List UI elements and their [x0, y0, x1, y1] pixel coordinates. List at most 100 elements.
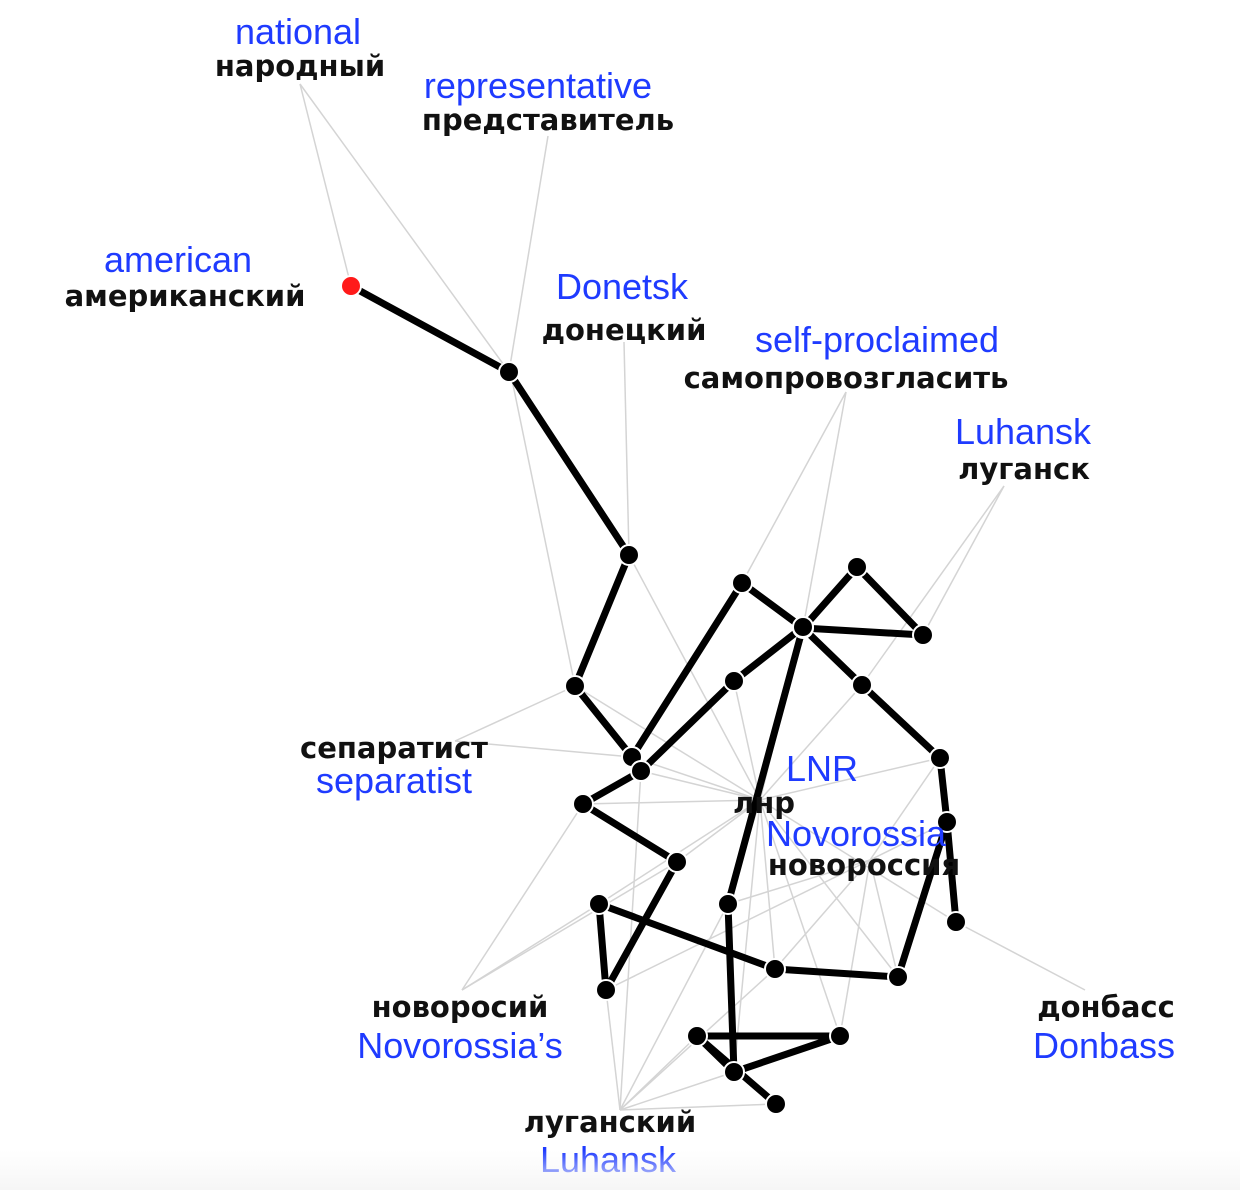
path-segment — [858, 681, 944, 762]
association-link — [461, 861, 678, 991]
association-link — [619, 1071, 735, 1111]
association-link — [461, 803, 584, 991]
path-segment — [628, 579, 746, 761]
path-segment — [894, 818, 951, 981]
path-segment — [943, 818, 960, 926]
path-node — [764, 958, 786, 980]
path-segment — [637, 677, 738, 775]
path-node — [572, 793, 594, 815]
label-en: representative — [424, 65, 652, 106]
association-link — [628, 554, 761, 801]
association-link — [299, 83, 352, 287]
association-link — [454, 740, 633, 758]
path-segment — [595, 900, 779, 973]
bottom-fade — [0, 1150, 1240, 1190]
path-node — [829, 1025, 851, 1047]
path-node — [792, 616, 814, 638]
association-link — [619, 1103, 777, 1111]
association-link — [861, 485, 1005, 686]
path-segment — [579, 800, 681, 866]
path-node — [851, 674, 873, 696]
path-segment — [799, 563, 861, 632]
association-link — [640, 770, 761, 801]
label-ru: лнр — [733, 786, 795, 820]
path-node — [936, 811, 958, 833]
label-en: Novorossia — [766, 813, 947, 854]
path-segment — [724, 900, 738, 1076]
association-link — [605, 989, 621, 1111]
label-ru: народный — [215, 49, 385, 83]
path-segment — [595, 900, 610, 994]
label-national: national народный — [215, 11, 385, 83]
association-link — [759, 799, 899, 978]
path-node — [618, 544, 640, 566]
association-link — [454, 685, 576, 742]
label-ru: новороссия — [768, 848, 960, 882]
path-segment — [853, 563, 927, 639]
label-ru: луганск — [958, 452, 1090, 486]
association-link — [299, 83, 510, 373]
path-node — [887, 966, 909, 988]
path-segment — [730, 1032, 844, 1076]
label-ru: представитель — [422, 103, 674, 137]
label-ru: донецкий — [542, 313, 707, 347]
path-node — [912, 624, 934, 646]
label-ru: самопровозгласить — [684, 361, 1009, 395]
path-node — [564, 675, 586, 697]
association-link — [623, 341, 630, 556]
association-link — [741, 391, 847, 584]
label-ru: американский — [65, 279, 306, 313]
path-segment — [347, 282, 513, 376]
association-link — [839, 859, 871, 1037]
trajectory-nodes — [340, 275, 967, 1115]
path-node — [723, 670, 745, 692]
label-ru: новоросий — [372, 990, 549, 1024]
path-segment — [738, 579, 807, 632]
association-link — [869, 757, 941, 861]
association-link — [727, 859, 871, 905]
path-segment — [771, 965, 902, 981]
path-segment — [799, 624, 866, 689]
association-link — [922, 485, 1005, 636]
path-segment — [579, 767, 645, 808]
path-node — [630, 760, 652, 782]
label-en: Luhansk — [955, 411, 1092, 452]
association-link — [955, 921, 1086, 991]
path-segment — [571, 551, 633, 690]
label-en: american — [104, 239, 252, 280]
association-link — [733, 799, 761, 1073]
association-link — [869, 859, 899, 978]
path-node — [717, 893, 739, 915]
association-link — [774, 859, 871, 970]
path-node — [945, 911, 967, 933]
label-american: american американский — [65, 239, 306, 313]
path-node — [929, 747, 951, 769]
path-segment — [724, 623, 807, 908]
label-donbass: донбасс Donbass — [1033, 990, 1175, 1066]
label-self-proclaimed: self-proclaimed самопровозгласить — [684, 319, 1009, 395]
label-separatist: сепаратист separatist — [300, 731, 488, 801]
label-ru: луганский — [524, 1105, 696, 1139]
label-en: Donbass — [1033, 1025, 1175, 1066]
path-node — [723, 1061, 745, 1083]
label-ru: сепаратист — [300, 731, 488, 765]
label-novorossias: новоросий Novorossia’s — [357, 990, 562, 1066]
label-luhansk-city: Luhansk луганск — [955, 411, 1092, 486]
association-links — [299, 83, 1086, 1111]
association-link — [759, 684, 863, 801]
label-en: self-proclaimed — [755, 319, 999, 360]
label-novorossia: Novorossia новороссия — [766, 813, 960, 882]
path-segment — [730, 623, 807, 685]
label-en: Donetsk — [556, 266, 689, 307]
label-en: separatist — [316, 760, 472, 801]
label-en: Novorossia’s — [357, 1025, 562, 1066]
path-node — [686, 1025, 708, 1047]
start-node — [340, 275, 362, 297]
association-link — [582, 799, 761, 805]
path-node — [846, 556, 868, 578]
path-node — [595, 979, 617, 1001]
path-segment — [602, 858, 681, 994]
label-ru: донбасс — [1037, 990, 1175, 1024]
